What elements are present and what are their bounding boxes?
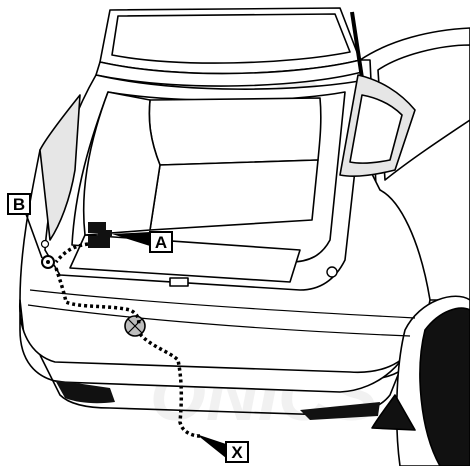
body-creases: [27, 289, 416, 337]
callout-b-leader: [25, 213, 43, 259]
callout-a-pointer: [112, 232, 150, 246]
light-cluster-connector: [41, 255, 55, 269]
tow-socket-hole: [124, 315, 146, 337]
callout-x-box: [225, 441, 249, 463]
right-tail-lamp: [339, 74, 416, 177]
wiring-route: [54, 242, 201, 438]
wiring-module: [88, 222, 112, 248]
wire-to-socket: [54, 267, 141, 327]
callout-x: X: [196, 434, 249, 463]
callout-b-label: B: [13, 195, 25, 214]
callout-x-pointer: [196, 434, 226, 458]
wire-to-towbar: [138, 332, 201, 438]
left-tail-lamp: [39, 94, 81, 241]
right-fixing-point: [326, 266, 338, 278]
callout-x-label: X: [231, 443, 243, 462]
callout-a-box: [149, 231, 173, 253]
boot-floor: [69, 234, 301, 283]
tailgate-glass-edge: [111, 13, 351, 64]
left-bolt: [40, 239, 50, 249]
boot-opening: [44, 74, 366, 291]
callout-a: A: [112, 231, 173, 253]
bumper-shadow-right: [300, 402, 380, 420]
callout-a-label: A: [155, 233, 167, 252]
mud-flap: [371, 394, 416, 431]
rear-seat-back: [148, 97, 322, 166]
callout-b: B: [7, 193, 43, 259]
wire-from-module: [54, 242, 89, 264]
tailgate: [95, 7, 364, 87]
parcel-shelf-line: [149, 159, 319, 231]
boot-latch: [169, 277, 189, 287]
left-inner-wall: [82, 91, 161, 236]
gas-strut: [350, 11, 364, 79]
bumper-shadow: [55, 380, 115, 404]
callout-b-box: [7, 193, 31, 215]
